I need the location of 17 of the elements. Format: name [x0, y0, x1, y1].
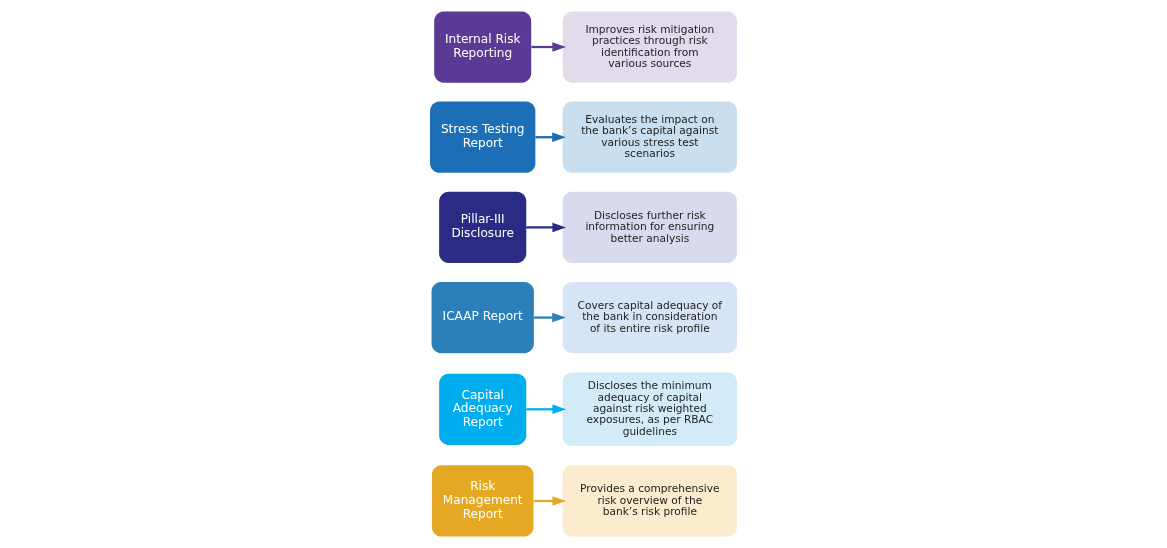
arrow — [526, 404, 567, 415]
node-box: Covers capital adequacy of the bank in consideration of its entire risk profile — [562, 281, 737, 354]
node-box: ICAAP Report — [431, 281, 534, 354]
arrow — [533, 496, 567, 506]
node-box: Internal Risk Reporting — [434, 11, 532, 83]
node-box: Provides a comprehensive risk overview of the bank’s risk profile — [562, 465, 737, 537]
node-box: Discloses further risk information for ensuring better analysis — [562, 191, 737, 263]
node-box: Improves risk mitigation practices through risk identification from various sources — [562, 11, 737, 83]
node-box: Evaluates the impact on the bank’s capital against various stress test scenarios — [562, 101, 737, 173]
arrow — [526, 222, 567, 233]
node-box: Risk Management Report — [431, 465, 534, 537]
arrow — [534, 312, 566, 323]
node-box: Pillar-III Disclosure — [439, 191, 527, 263]
node-box: Stress Testing Report — [430, 101, 536, 173]
arrow — [531, 42, 566, 52]
node-box: Discloses the minimum adequacy of capital against risk weighted exposures, as per RBAC guidelines — [562, 372, 737, 447]
node-box: Capital Adequacy Report — [439, 373, 527, 445]
